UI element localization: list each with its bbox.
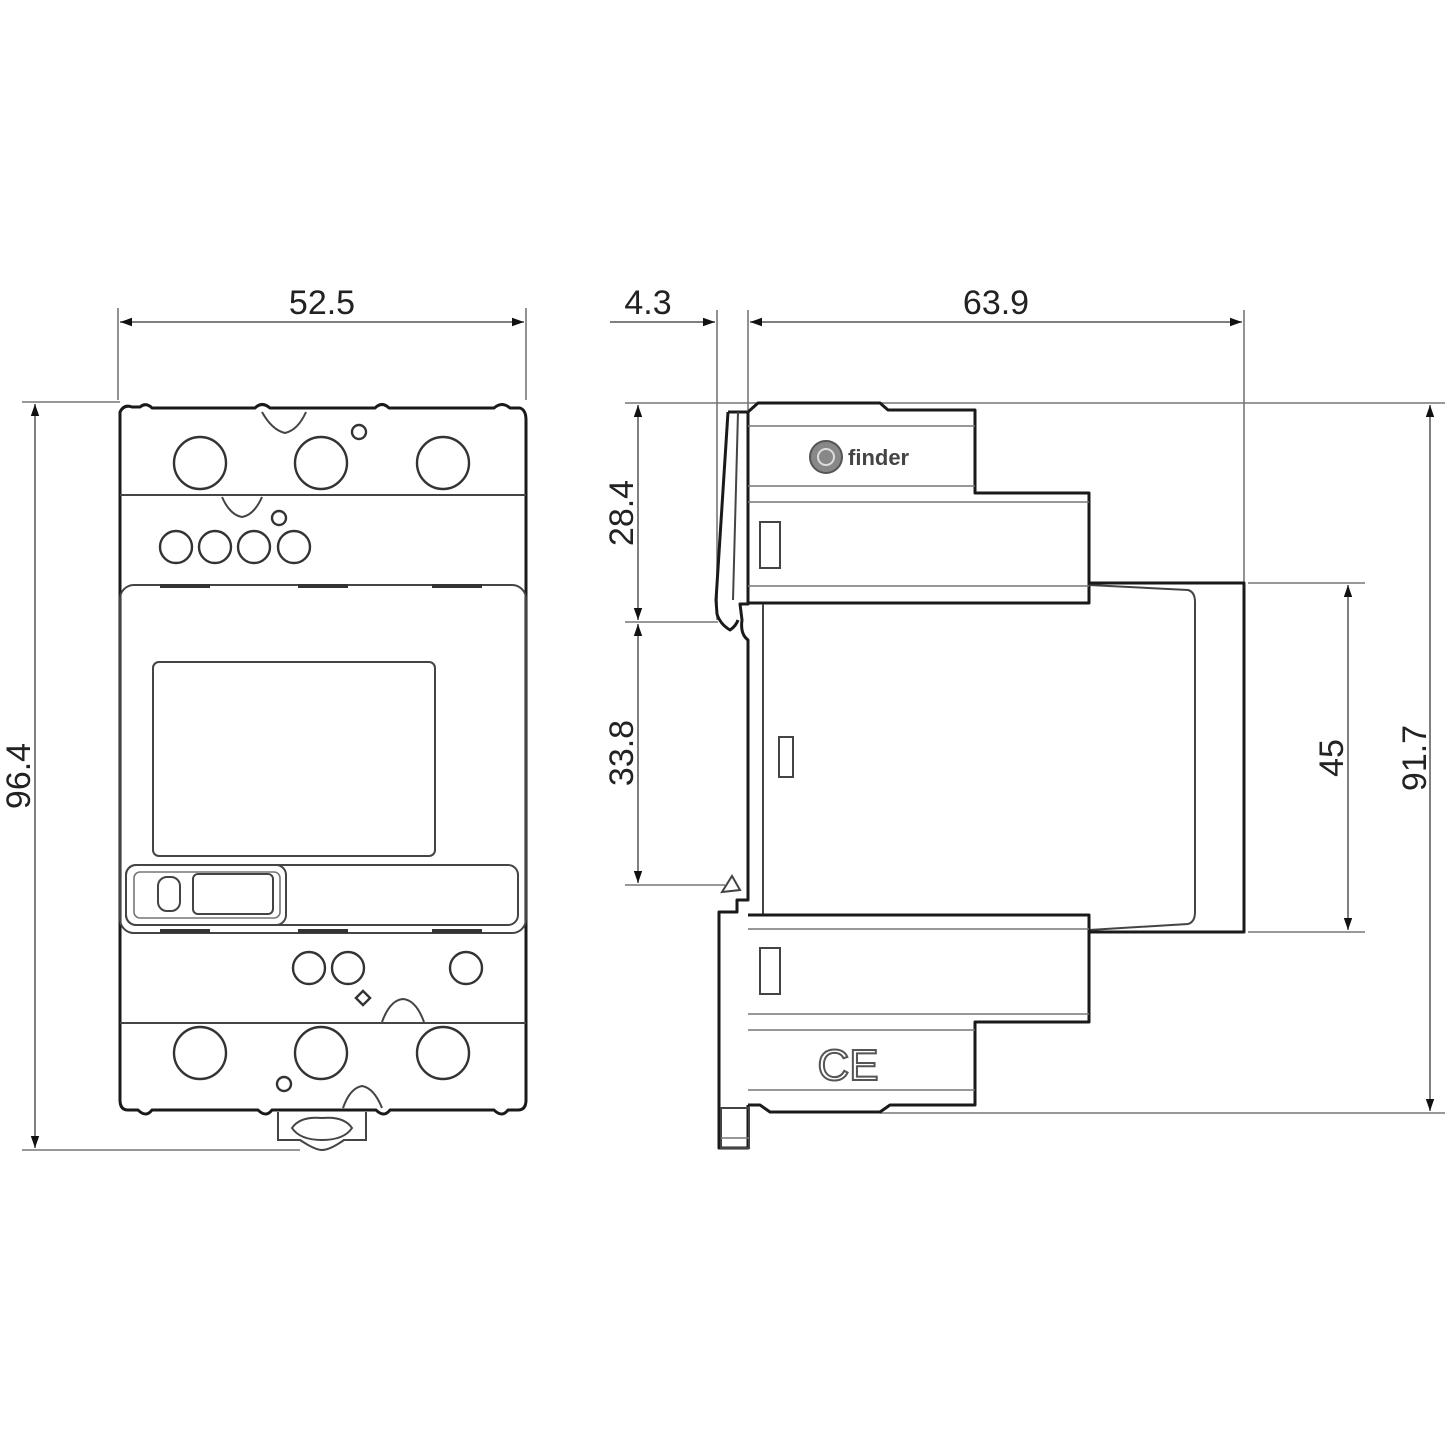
finder-logo: finder <box>809 440 910 474</box>
terminal-hole-bottom-2 <box>293 1025 349 1081</box>
dimension-depth: 63.9 <box>790 284 1245 590</box>
upper-terminal-slot-icon <box>759 521 781 569</box>
led-3-icon <box>236 529 272 565</box>
dimension-width: 52.5 <box>117 284 527 400</box>
front-view: 52.5 96.4 <box>0 284 528 1152</box>
small-hole-mid <box>270 509 288 527</box>
dimension-height: 96.4 <box>0 401 300 1151</box>
rail-catch-icon <box>720 874 742 894</box>
middle-slot-icon <box>778 736 794 778</box>
logo-text: finder <box>848 445 910 470</box>
bottom-hole-2 <box>330 950 366 986</box>
dimension-upper-to-rail: 28.4 <box>603 402 1445 623</box>
bottom-hole-1 <box>291 950 327 986</box>
mid-screw-notch-icon <box>221 496 263 519</box>
din-clip <box>277 1112 367 1152</box>
rail-width-label: 33.8 <box>603 720 641 786</box>
led-2-icon <box>197 529 233 565</box>
led-1-icon <box>158 529 194 565</box>
label-strip <box>125 864 519 926</box>
upper-housing <box>746 401 1091 605</box>
small-hole-top <box>350 423 368 441</box>
dimension-front-face: 45 <box>1248 582 1365 933</box>
terminal-hole-top-3 <box>415 435 471 491</box>
front-cover-panel <box>119 584 527 934</box>
dimension-body-height: 91.7 <box>880 405 1445 1114</box>
bottom-hole-3 <box>448 950 484 986</box>
clip-tab <box>720 1107 750 1149</box>
depth-label: 63.9 <box>963 284 1029 322</box>
front-bezel <box>1088 584 1196 931</box>
dimension-rail-offset: 4.3 <box>610 284 790 620</box>
terminal-hole-bottom-3 <box>415 1025 471 1081</box>
ce-mark-icon: CE <box>817 1041 878 1090</box>
lower-terminal-slot-icon <box>759 947 781 995</box>
terminal-hole-top-2 <box>293 435 349 491</box>
terminal-hole-top-1 <box>172 435 228 491</box>
lcd-display-window <box>152 661 436 857</box>
led-4-icon <box>276 529 312 565</box>
dimension-rail-width: 33.8 <box>603 624 725 886</box>
width-label: 52.5 <box>289 284 355 322</box>
front-face-label: 45 <box>1313 739 1351 777</box>
indicator-icon <box>157 876 181 912</box>
body-height-label: 91.7 <box>1396 725 1434 791</box>
button-frame <box>125 864 287 926</box>
push-button[interactable] <box>192 873 274 915</box>
din-rail-hook <box>714 410 750 1150</box>
lower-housing <box>748 913 1091 1114</box>
front-housing <box>118 403 528 1116</box>
top-screw-notch-icon <box>261 411 307 435</box>
front-face <box>1089 581 1246 934</box>
small-hole-bottom <box>275 1075 293 1093</box>
small-diamond-icon <box>354 989 372 1007</box>
side-view: 4.3 63.9 28.4 33.8 45 91 <box>603 284 1445 1150</box>
finder-logo-icon <box>809 440 843 474</box>
rail-offset-label: 4.3 <box>624 284 671 322</box>
upper-to-rail-label: 28.4 <box>603 480 641 546</box>
bottom-screw-notch-icon <box>381 997 425 1023</box>
height-label: 96.4 <box>0 743 38 809</box>
terminal-hole-bottom-1 <box>172 1025 228 1081</box>
